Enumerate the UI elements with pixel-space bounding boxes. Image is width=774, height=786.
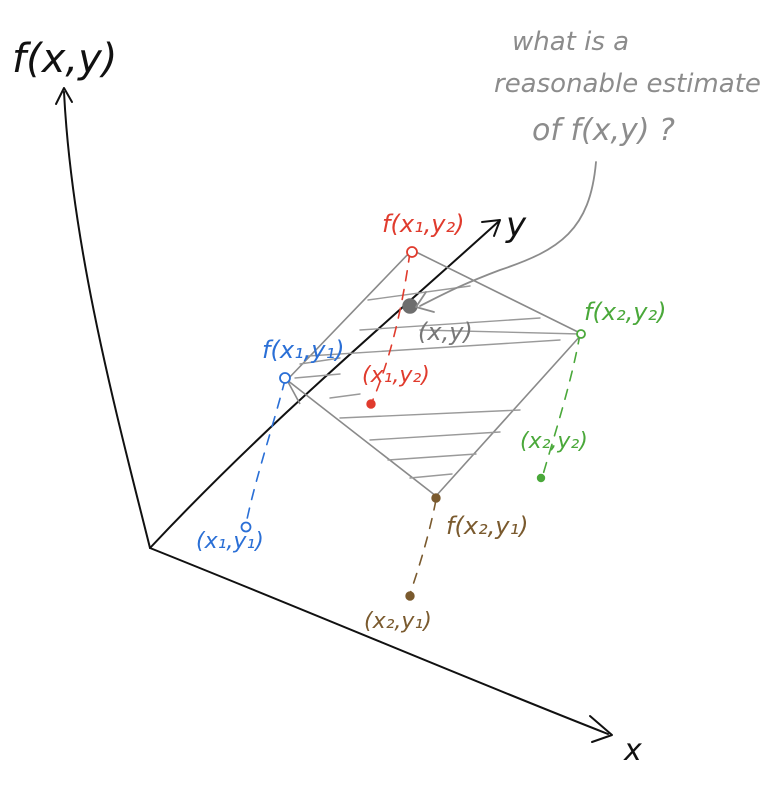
surface-point-x1y1 [279,372,291,384]
label-f-x1y1: f(x₁,y₁) [262,336,344,364]
vertical-axis-label: f(x,y) [12,36,117,82]
drop-line-x1y1 [245,379,286,525]
base-point-x1y1 [240,521,252,533]
question-line-2: reasonable estimate [494,69,761,99]
question-pointer-line [419,161,597,307]
y-axis [149,221,499,549]
x-axis-label: x [623,733,642,768]
label-base-x1y2: (x₁,y₂) [362,363,430,388]
vertical-axis-arrowhead [55,87,73,105]
label-f-x1y2: f(x₁,y₂) [382,210,464,238]
surface-patch [286,249,583,497]
label-base-x1y1: (x₁,y₁) [196,529,264,554]
target-point [402,298,418,314]
drop-line-x1y2 [371,251,411,403]
x-axis [149,547,609,735]
label-target-xy: (x,y) [418,318,473,346]
question-line-3: of f(x,y) ? [532,113,675,148]
data-points [240,246,586,601]
label-base-x2y2: (x₂,y₂) [520,429,588,454]
base-point-x2y2 [536,473,546,483]
surface-point-x2y2 [576,329,586,339]
point-labels: f(x₁,y₁) (x₁,y₁) f(x₁,y₂) (x₁,y₂) f(x₂,y… [196,210,666,634]
drop-line-x2y1 [409,499,437,595]
drop-lines [245,251,581,595]
surface-point-x2y1 [431,493,441,503]
label-f-x2y1: f(x₂,y₁) [446,512,528,540]
patch-inner-edge [286,379,301,405]
patch-hatching [294,285,581,479]
label-base-x2y1: (x₂,y₁) [364,609,432,634]
vertical-axis [63,91,151,549]
base-point-x2y1 [405,591,415,601]
question-line-1: what is a [512,27,629,57]
x-axis-arrowhead [589,715,613,743]
question-text: what is a reasonable estimate of f(x,y) … [494,27,761,148]
axes [55,87,613,743]
label-f-x2y2: f(x₂,y₂) [584,298,666,326]
patch-outline [286,249,583,497]
drop-line-x2y2 [541,333,581,479]
y-axis-label: y [505,205,527,245]
y-axis-arrowhead [481,219,501,237]
question-pointer [415,161,597,313]
surface-point-x1y2 [406,246,418,258]
question-pointer-arrowhead [415,291,435,313]
base-point-x1y2 [366,399,376,409]
